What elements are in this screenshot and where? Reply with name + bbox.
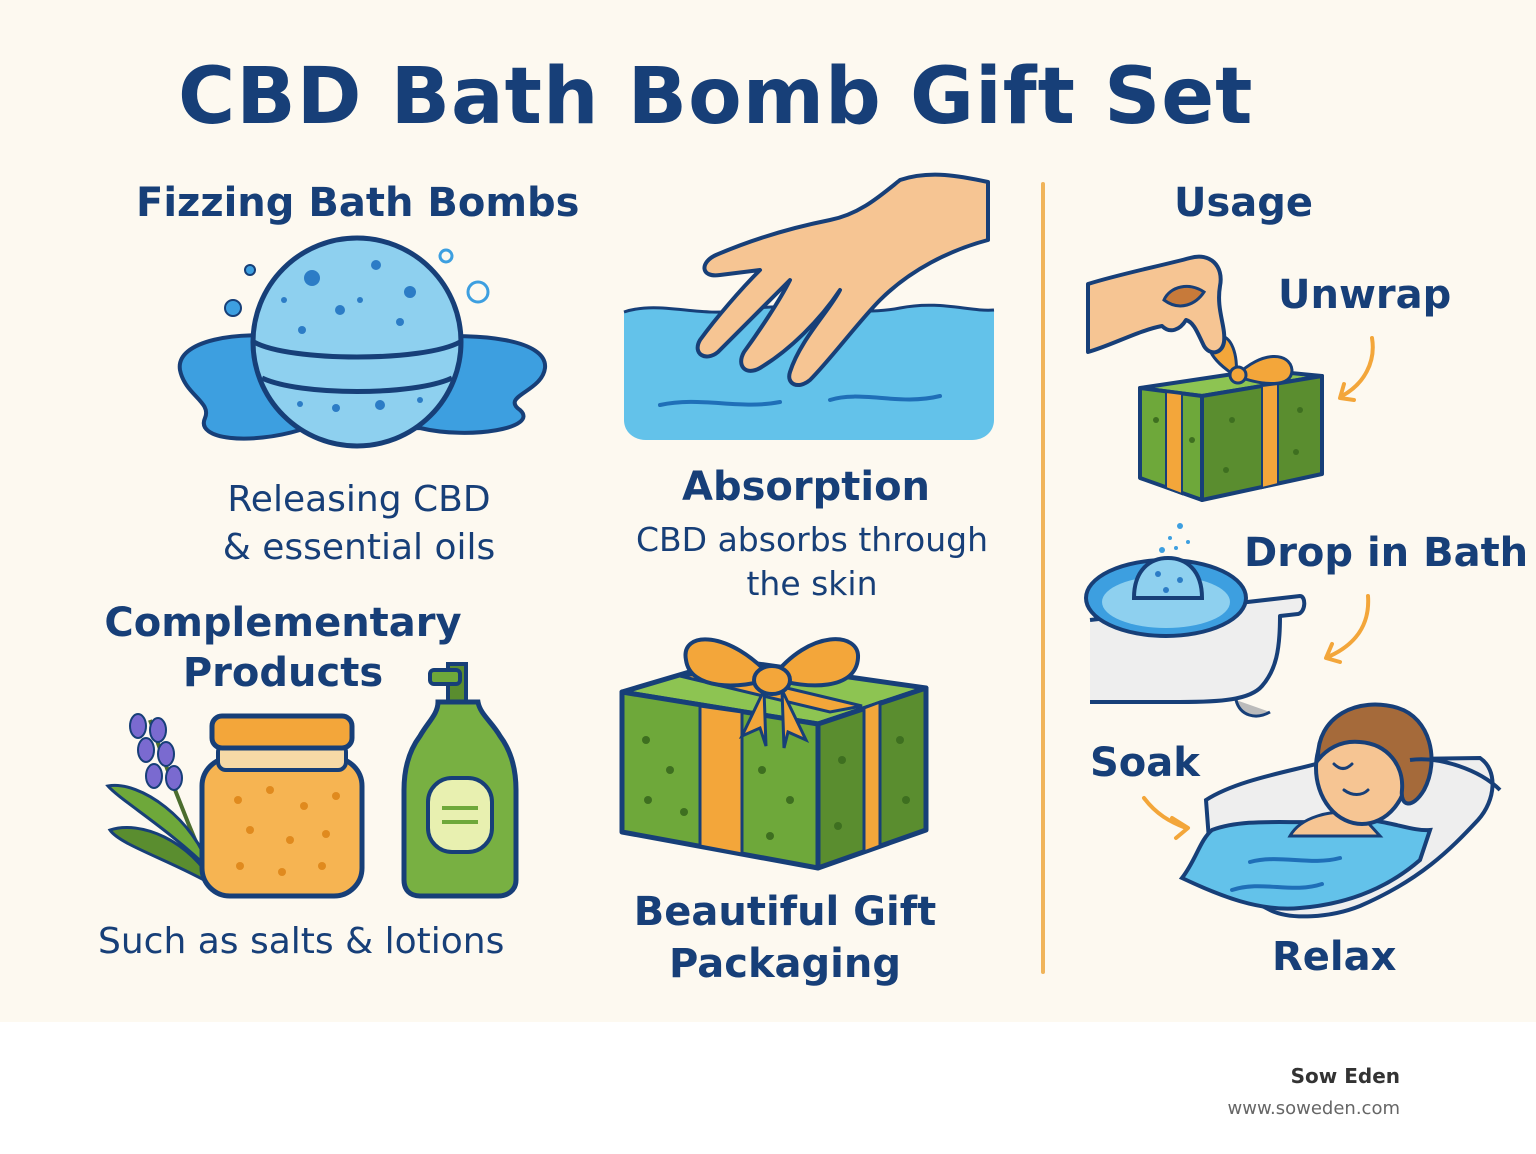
- bath-bombs-caption-line1: Releasing CBD: [227, 479, 491, 520]
- infographic: CBD Bath Bomb Gift Set Fizzing Bath Bomb…: [0, 0, 1536, 1022]
- bathtub-icon: [1084, 523, 1307, 718]
- absorption-caption-line1: CBD absorbs through: [636, 520, 988, 559]
- usage-heading: Usage: [1174, 180, 1314, 226]
- hand-unwrap-icon: [1086, 254, 1227, 355]
- footer-url[interactable]: www.soweden.com: [1227, 1098, 1401, 1119]
- bath-bombs-caption-line2: & essential oils: [222, 527, 496, 568]
- complementary-heading: Complementary Products: [96, 598, 470, 698]
- absorption-caption-line2: the skin: [746, 564, 878, 603]
- usage-step-soak: Soak: [1090, 740, 1200, 786]
- usage-step-drop-in-bath: Drop in Bath: [1244, 530, 1529, 576]
- usage-step-unwrap: Unwrap: [1278, 272, 1452, 318]
- complementary-caption: Such as salts & lotions: [98, 921, 505, 962]
- lavender-icon: [105, 713, 219, 890]
- footer-brand: Sow Eden: [1290, 1064, 1400, 1088]
- gift-box-icon: [619, 637, 929, 871]
- gift-heading-line1: Beautiful Gift: [633, 889, 937, 935]
- complementary-heading-line2: Products: [182, 650, 384, 696]
- arrow-icon: [1340, 336, 1375, 398]
- bath-bomb-icon: [177, 235, 548, 449]
- gift-heading-line2: Packaging: [669, 941, 901, 987]
- page-title: CBD Bath Bomb Gift Set: [178, 52, 1254, 142]
- absorption-heading: Absorption: [682, 464, 931, 510]
- hand-in-water-icon: [623, 172, 995, 440]
- absorption-caption: CBD absorbs through the skin: [612, 518, 1012, 606]
- gift-heading: Beautiful Gift Packaging: [620, 886, 950, 990]
- usage-step-relax: Relax: [1272, 934, 1397, 980]
- complementary-heading-line1: Complementary: [104, 600, 462, 646]
- lotion-bottle-icon: [401, 662, 519, 899]
- jar-icon: [199, 713, 365, 899]
- illustrations: [105, 172, 1502, 974]
- bath-bombs-caption: Releasing CBD & essential oils: [190, 476, 528, 572]
- person-bathing-icon: [1178, 702, 1502, 919]
- gift-box-unwrap-icon: [1138, 334, 1324, 502]
- bath-bombs-heading: Fizzing Bath Bombs: [136, 180, 580, 226]
- arrow-icon: [1328, 594, 1371, 658]
